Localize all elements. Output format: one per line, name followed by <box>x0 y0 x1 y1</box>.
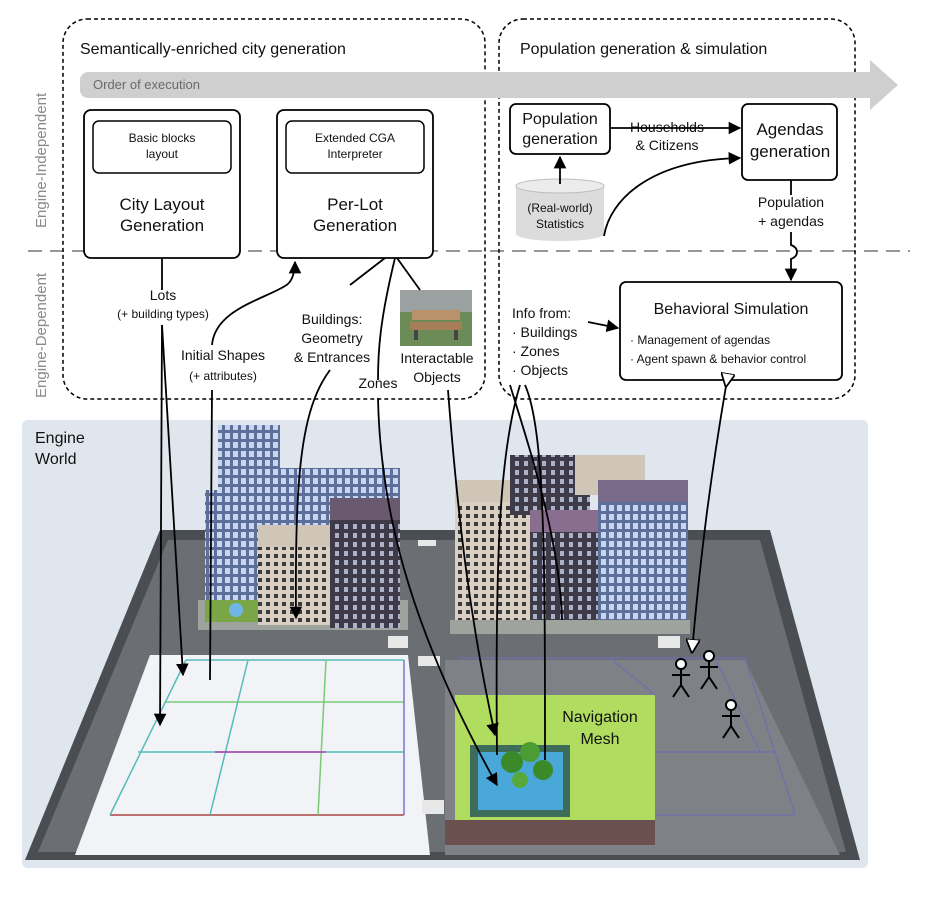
info-zones-line <box>495 384 521 756</box>
initial-shapes-arrow <box>211 260 302 346</box>
engine-world-label-line1: Engine <box>35 430 85 447</box>
buildings-label-line2: Geometry <box>301 330 362 346</box>
navigation-mesh-label-line2: Mesh <box>580 731 619 748</box>
population-agendas-label-line2: + agendas <box>758 213 824 229</box>
info-behavioral-arrow <box>587 319 620 332</box>
statistics-agendas-arrow <box>603 151 742 237</box>
connectors <box>153 121 797 785</box>
initial-shapes-sub-label: (+ attributes) <box>189 369 257 383</box>
info-buildings-line <box>509 384 563 621</box>
city-generation-group <box>62 18 486 400</box>
lot-grid-right <box>460 657 796 816</box>
per-lot-generation-box: Extended CGA Interpreter Per-Lot Generat… <box>276 109 434 259</box>
behavioral-item-spawn: · Agent spawn & behavior control <box>630 352 806 366</box>
population-title: Population generation & simulation <box>520 41 767 58</box>
interactable-label-line1: Interactable <box>400 350 473 366</box>
agendas-generation-label-line1: Agendas <box>756 120 823 139</box>
statistics-database: (Real-world) Statistics <box>515 178 605 241</box>
statistics-label-line1: (Real-world) <box>527 201 592 215</box>
behavioral-agents-arrow <box>692 386 726 652</box>
population-agendas-label-line1: Population <box>758 194 824 210</box>
right-buildings <box>450 455 690 634</box>
basic-blocks-label-line2: layout <box>146 147 179 161</box>
engine-dependent-label: Engine-Dependent <box>33 272 50 398</box>
zones-arrow <box>377 257 497 785</box>
navigation-mesh-label-line1: Navigation <box>562 709 638 726</box>
basic-blocks-label-line1: Basic blocks <box>129 131 196 145</box>
agent-figure <box>722 699 740 739</box>
interactable-objects-thumbnail <box>400 290 472 346</box>
extended-cga-label-line2: Interpreter <box>327 147 382 161</box>
buildings-label-line3: & Entrances <box>294 349 370 365</box>
city-layout-generation-box: Basic blocks layout City Layout Generati… <box>83 109 241 259</box>
buildings-arrow <box>296 257 386 618</box>
initial-shapes-line <box>209 389 213 681</box>
buildings-label-line1: Buildings: <box>302 311 363 327</box>
behavioral-item-agendas: · Management of agendas <box>630 333 770 347</box>
engine-world-scene: Engine World Navigation Mesh <box>22 420 868 868</box>
agent-figure <box>672 658 690 698</box>
lots-sub-label: (+ building types) <box>117 307 209 321</box>
statistics-label-line2: Statistics <box>536 217 584 231</box>
order-of-execution-label: Order of execution <box>93 77 200 92</box>
lots-arrow-2 <box>153 324 167 727</box>
per-lot-label-line1: Per-Lot <box>327 195 383 214</box>
behavioral-simulation-title: Behavioral Simulation <box>654 301 809 318</box>
city-layout-label-line1: City Layout <box>119 195 204 214</box>
population-generation-label-line2: generation <box>522 131 598 148</box>
lot-grid-left <box>109 659 405 816</box>
agendas-generation-label-line2: generation <box>750 142 830 161</box>
agendas-behavioral-arrow <box>791 180 797 280</box>
city-layout-label-line2: Generation <box>120 216 204 235</box>
population-generation-box: Population generation <box>509 103 611 155</box>
interactable-objects-arrow <box>396 257 495 735</box>
interactable-label-line2: Objects <box>413 369 460 385</box>
info-from-objects: · Objects <box>512 362 568 378</box>
lots-label: Lots <box>150 287 176 303</box>
engine-independent-label: Engine-Independent <box>33 92 50 228</box>
initial-shapes-label: Initial Shapes <box>181 347 265 363</box>
behavioral-simulation-box: Behavioral Simulation · Management of ag… <box>619 281 843 381</box>
info-from-label: Info from: <box>512 305 571 321</box>
lots-arrow-1 <box>161 324 189 677</box>
households-label-line2: & Citizens <box>635 137 698 153</box>
info-from-buildings: · Buildings <box>512 324 577 340</box>
info-objects-line <box>524 384 546 761</box>
crosswalks <box>388 540 680 814</box>
per-lot-label-line2: Generation <box>313 216 397 235</box>
zones-label: Zones <box>359 375 398 391</box>
left-buildings <box>198 425 408 630</box>
engine-world-label-line2: World <box>35 451 77 468</box>
households-label-line1: Households <box>630 119 704 135</box>
agendas-generation-box: Agendas generation <box>741 103 838 181</box>
population-group <box>498 18 856 400</box>
order-of-execution-arrow: Order of execution <box>80 60 898 110</box>
city-generation-title: Semantically-enriched city generation <box>80 41 346 58</box>
population-generation-label-line1: Population <box>522 111 598 128</box>
extended-cga-label-line1: Extended CGA <box>315 131 395 145</box>
info-from-zones: · Zones <box>512 343 559 359</box>
